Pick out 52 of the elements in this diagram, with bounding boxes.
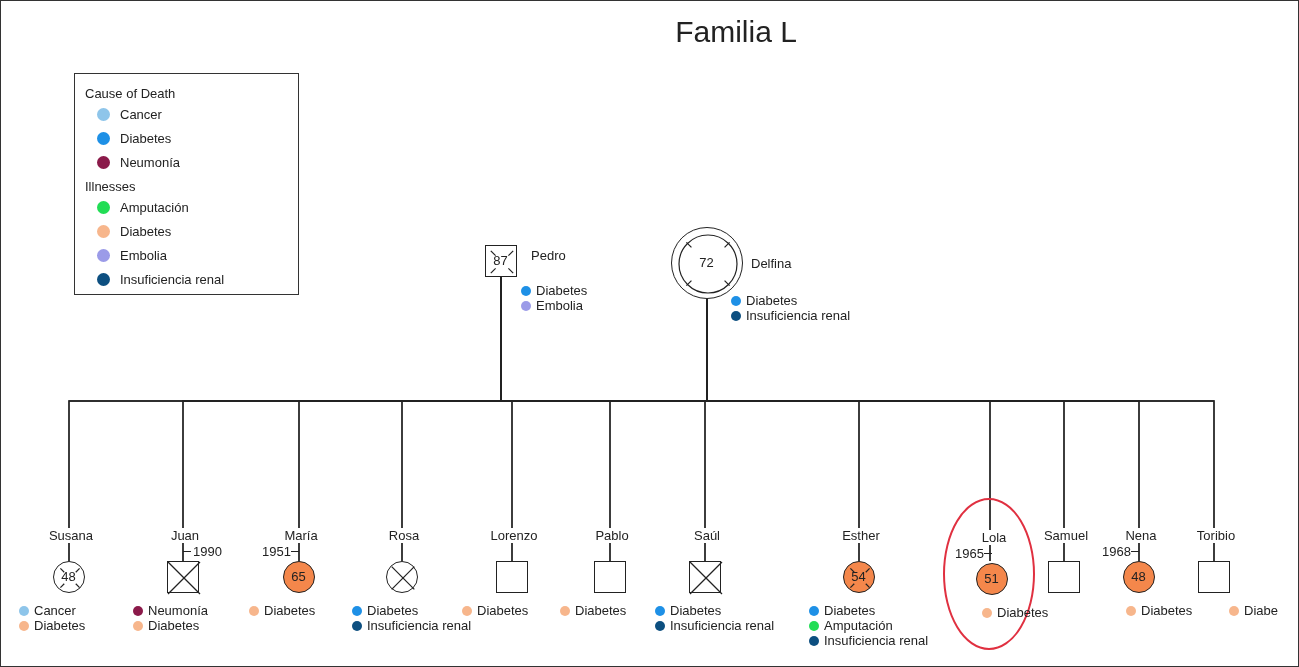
person-name: Lorenzo bbox=[489, 528, 539, 543]
person-name: Susana bbox=[47, 528, 95, 543]
condition-label: Diabetes bbox=[367, 603, 419, 618]
condition-label: Diabetes bbox=[670, 603, 722, 618]
legend-label: Diabetes bbox=[120, 224, 172, 239]
age-number: 48 bbox=[60, 569, 77, 584]
condition-label: Neumonía bbox=[148, 603, 208, 618]
legend-label: Diabetes bbox=[120, 131, 172, 146]
condition-label: Embolia bbox=[536, 298, 583, 313]
diagram-title: Familia L bbox=[674, 15, 798, 49]
condition-label: Diabetes bbox=[264, 603, 316, 618]
person-name: Pablo bbox=[594, 528, 630, 543]
person-name: Esther bbox=[841, 528, 881, 543]
condition-label: Diabetes bbox=[824, 603, 876, 618]
person-name: Saúl bbox=[693, 528, 721, 543]
legend-label: Neumonía bbox=[120, 155, 180, 170]
year-label: 1990 bbox=[192, 544, 223, 559]
legend-heading: Cause of Death bbox=[85, 86, 176, 101]
condition-label: Diabetes bbox=[1141, 603, 1193, 618]
age-number: 87 bbox=[492, 253, 509, 268]
condition-label: Insuficiencia renal bbox=[824, 633, 929, 648]
condition-label: Insuficiencia renal bbox=[746, 308, 851, 323]
legend-label: Insuficiencia renal bbox=[120, 272, 225, 287]
age-number: 72 bbox=[698, 255, 715, 270]
person-name: Pedro bbox=[530, 248, 567, 263]
age-number: 48 bbox=[1130, 569, 1147, 584]
condition-label: Diabetes bbox=[575, 603, 627, 618]
condition-label: Diabetes bbox=[148, 618, 200, 633]
person-name: Samuel bbox=[1042, 528, 1090, 543]
condition-label: Insuficiencia renal bbox=[670, 618, 775, 633]
legend-heading: Illnesses bbox=[85, 179, 136, 194]
person-name: Delfina bbox=[750, 256, 793, 271]
person-name: Toribio bbox=[1195, 528, 1237, 543]
person-name: Juan bbox=[169, 528, 201, 543]
person-name: María bbox=[283, 528, 319, 543]
condition-label: Insuficiencia renal bbox=[367, 618, 472, 633]
legend-label: Embolia bbox=[120, 248, 167, 263]
condition-label: Diabe bbox=[1244, 603, 1278, 618]
condition-label: Diabetes bbox=[34, 618, 86, 633]
condition-label: Diabetes bbox=[746, 293, 798, 308]
person-name: Nena bbox=[1124, 528, 1158, 543]
age-number: 54 bbox=[850, 569, 867, 584]
age-number: 51 bbox=[983, 571, 1000, 586]
condition-label: Diabetes bbox=[536, 283, 588, 298]
age-number: 65 bbox=[290, 569, 307, 584]
person-name: Lola bbox=[980, 530, 1008, 545]
person-name: Rosa bbox=[387, 528, 421, 543]
legend-label: Cancer bbox=[120, 107, 162, 122]
condition-label: Diabetes bbox=[477, 603, 529, 618]
condition-label: Cancer bbox=[34, 603, 76, 618]
condition-label: Amputación bbox=[824, 618, 893, 633]
legend-label: Amputación bbox=[120, 200, 189, 215]
